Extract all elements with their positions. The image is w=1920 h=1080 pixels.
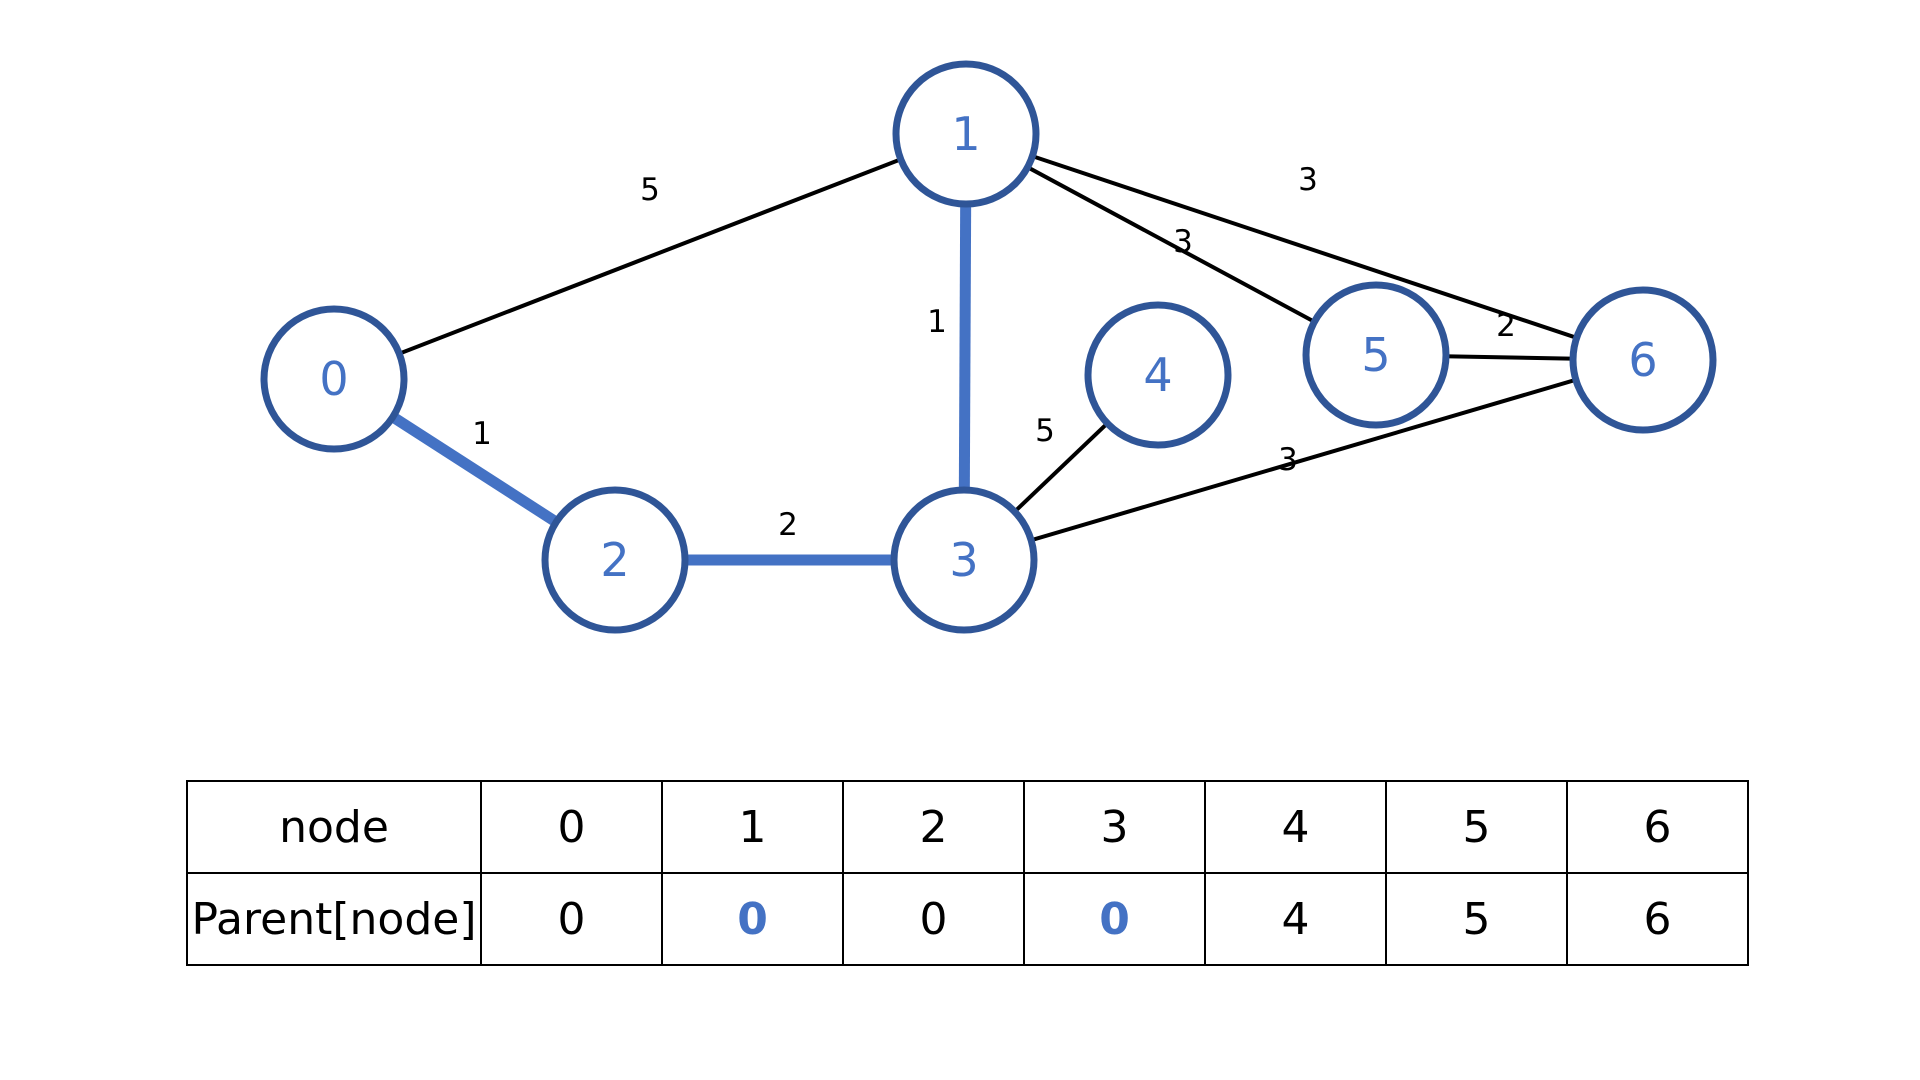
- node-label: 0: [319, 352, 348, 406]
- node-label: 2: [600, 533, 629, 587]
- edge-weight-layer: 5 1 2 1 3 3 5 3 2: [472, 162, 1516, 543]
- node-cell: 3: [1023, 780, 1206, 874]
- node-circle: [1302, 281, 1450, 429]
- graph-node-1: 1: [892, 60, 1040, 208]
- parent-cell: 5: [1385, 872, 1568, 966]
- node-cell: 2: [842, 780, 1025, 874]
- graph-node-2: 2: [541, 486, 689, 634]
- graph-node-0: 0: [260, 305, 408, 453]
- node-label: 4: [1143, 348, 1172, 402]
- parent-cell: 0: [661, 872, 844, 966]
- node-cell: 1: [661, 780, 844, 874]
- parent-cell: 0: [480, 872, 663, 966]
- node-label: 3: [949, 533, 978, 587]
- graph-node-3: 3: [890, 486, 1038, 634]
- edge-0-1: [333, 132, 967, 381]
- row-header-node: node: [186, 780, 482, 874]
- parent-cell: 6: [1566, 872, 1749, 966]
- edge-weight-label: 5: [1035, 413, 1055, 449]
- edge-weight-label: 1: [927, 304, 947, 340]
- graph-node-5: 5: [1302, 281, 1450, 429]
- node-label: 1: [951, 107, 980, 161]
- node-circle: [541, 486, 689, 634]
- edge-weight-label: 3: [1298, 162, 1318, 198]
- edge-weight-label: 2: [778, 507, 798, 543]
- edge-weight-label: 2: [1496, 308, 1516, 344]
- edge-weight-label: 3: [1278, 442, 1298, 478]
- parent-row: Parent[node] 0 0 0 0 4 5 6: [186, 872, 1749, 966]
- node-circle: [890, 486, 1038, 634]
- node-label: 5: [1361, 328, 1390, 382]
- graph-node-6: 6: [1569, 286, 1717, 434]
- edge-1-6: [965, 132, 1644, 362]
- node-circle: [1569, 286, 1717, 434]
- edge-weight-label: 3: [1173, 224, 1193, 260]
- node-circle: [892, 60, 1040, 208]
- edge-3-6: [963, 358, 1644, 562]
- parent-cell: 4: [1204, 872, 1387, 966]
- parent-table: node 0 1 2 3 4 5 6 Parent[node] 0 0 0 0 …: [186, 780, 1749, 966]
- node-circle: [260, 305, 408, 453]
- node-cell: 6: [1566, 780, 1749, 874]
- edge-1-5: [965, 132, 1377, 357]
- graph-node-4: 4: [1084, 301, 1232, 449]
- node-circle: [1084, 301, 1232, 449]
- parent-cell: 0: [842, 872, 1025, 966]
- parent-cell: 0: [1023, 872, 1206, 966]
- node-cell: 4: [1204, 780, 1387, 874]
- edge-weight-label: 5: [640, 172, 660, 208]
- node-label: 6: [1628, 333, 1657, 387]
- node-row: node 0 1 2 3 4 5 6: [186, 780, 1749, 874]
- node-cell: 0: [480, 780, 663, 874]
- node-layer: 0 1 2 3 4 5 6: [260, 60, 1717, 634]
- edge-weight-label: 1: [472, 416, 492, 452]
- row-header-parent: Parent[node]: [186, 872, 482, 966]
- node-cell: 5: [1385, 780, 1568, 874]
